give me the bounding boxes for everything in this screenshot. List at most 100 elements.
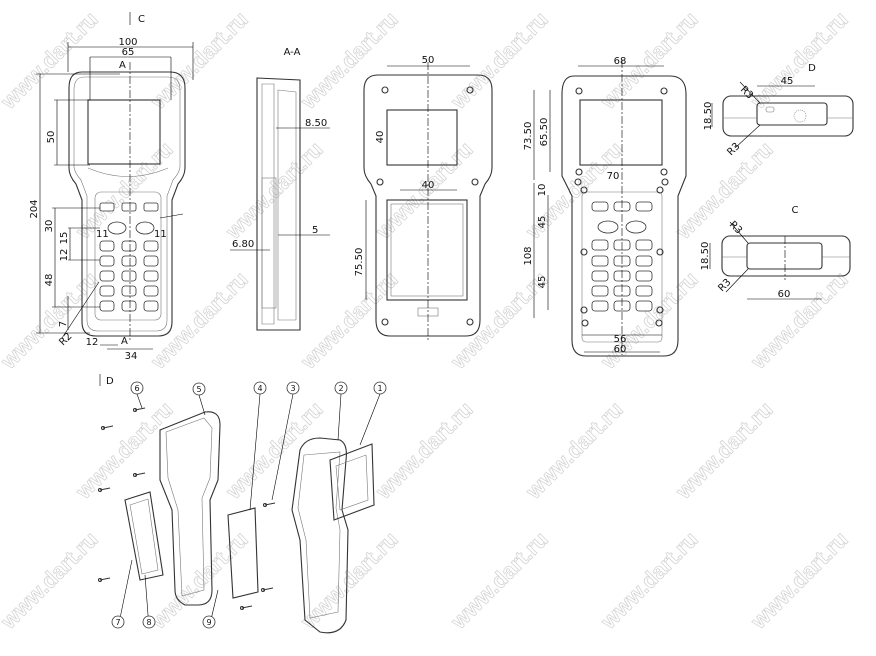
callout-bubble xyxy=(286,381,300,395)
watermark-text: www.dart.ru xyxy=(145,267,253,375)
keypad-key xyxy=(121,300,137,312)
view-c-height-18-50: 18.50 xyxy=(700,242,711,271)
screw-hole xyxy=(580,186,588,194)
callout-number: 8 xyxy=(146,618,151,627)
keypad-key xyxy=(99,270,115,282)
screw-hole xyxy=(580,248,588,256)
screw-holes xyxy=(574,87,669,327)
housing-outline xyxy=(561,75,687,357)
watermark-text: www.dart.ru xyxy=(145,7,253,115)
watermark-text: www.dart.ru xyxy=(370,397,478,505)
watermark-text: www.dart.ru xyxy=(0,527,103,635)
screw-head xyxy=(239,605,245,611)
callout-leader xyxy=(359,393,381,446)
watermark-text: www.dart.ru xyxy=(745,527,853,635)
keypad-key xyxy=(591,239,609,251)
back-housing-inner xyxy=(165,417,213,597)
watermark-layer: www.dart.ru www.dart.ru www.dart.ru www.dar… xyxy=(0,6,853,635)
watermark-text: www.dart.ru xyxy=(295,7,403,115)
keypad-key xyxy=(99,240,115,252)
screw-head xyxy=(132,472,138,478)
keypad-key xyxy=(635,270,653,282)
dim-45a: 45 xyxy=(537,216,548,229)
dimension-lines xyxy=(365,65,470,300)
screw-hole xyxy=(574,178,582,186)
screw-holes xyxy=(376,86,479,326)
housing-outline xyxy=(363,74,493,337)
keypad xyxy=(591,201,653,312)
bezel-curve xyxy=(87,167,169,177)
screw-head xyxy=(100,425,106,431)
dim-oval-right: 11 xyxy=(154,229,167,240)
dim-48: 48 xyxy=(44,274,55,287)
section-mark-top: A xyxy=(119,60,126,71)
function-key xyxy=(635,201,653,212)
end-face xyxy=(746,242,823,270)
dim-width-56: 56 xyxy=(614,334,627,345)
battery-cavity xyxy=(261,177,277,309)
watermark-text: www.dart.ru xyxy=(745,267,853,375)
callout-bubble xyxy=(202,615,216,629)
dim-width-60: 60 xyxy=(614,344,627,355)
watermark-text: www.dart.ru xyxy=(445,7,553,115)
watermark-text: www.dart.ru xyxy=(0,7,103,115)
dim-width-overall: 100 xyxy=(118,37,137,48)
keypad-key xyxy=(635,255,653,267)
keypad-key xyxy=(591,300,609,312)
callout-bubble xyxy=(142,615,156,629)
keypad-key xyxy=(143,285,159,297)
dim-width-screen: 65 xyxy=(122,47,135,58)
keypad-key xyxy=(143,300,159,312)
dim-screen-height: 50 xyxy=(46,131,57,144)
radius-r2: R2 xyxy=(57,331,74,348)
screw-head xyxy=(97,487,103,493)
keypad-key xyxy=(143,270,159,282)
watermark-text: www.dart.ru xyxy=(295,527,403,635)
callout-bubble xyxy=(334,381,348,395)
callout-bubble xyxy=(111,615,125,629)
watermark-text: www.dart.ru xyxy=(70,397,178,505)
housing-inner-outline xyxy=(73,76,181,332)
view-d-title: D xyxy=(808,63,816,74)
keypad-key xyxy=(591,255,609,267)
screw-head xyxy=(132,407,138,413)
screw-head xyxy=(262,502,268,508)
function-key xyxy=(143,202,159,212)
end-face xyxy=(756,102,828,126)
keypad xyxy=(99,202,159,312)
keypad-key xyxy=(121,285,137,297)
section-outline xyxy=(256,77,301,331)
front-view: C 100 65 A 50 204 30 15 12 11 11 48 7 R2… xyxy=(29,12,194,362)
battery-door-inner xyxy=(390,203,464,297)
battery-plate xyxy=(227,507,259,599)
dim-12: 12 xyxy=(59,249,70,262)
view-c: C R3 18.50 R3 60 xyxy=(700,205,851,300)
dim-45b: 45 xyxy=(537,276,548,289)
view-c-radius-bottom: R3 xyxy=(716,277,733,294)
dim-battery-width: 40 xyxy=(422,180,435,191)
callout-number: 4 xyxy=(257,384,262,393)
screw-hole xyxy=(575,87,583,95)
screw-hole xyxy=(660,168,668,176)
callout-leader xyxy=(337,393,342,441)
screw-head xyxy=(260,587,266,593)
screen-window-inner xyxy=(335,454,369,511)
battery-door xyxy=(124,491,164,581)
keypad-key xyxy=(121,240,137,252)
callout-leader xyxy=(249,393,261,511)
screw-hole xyxy=(656,248,664,256)
keypad-area xyxy=(94,191,162,321)
screw-head xyxy=(97,577,103,583)
callout-leader xyxy=(136,393,143,409)
section-arrow-c: C xyxy=(138,14,145,25)
keypad-key xyxy=(591,285,609,297)
oval-key xyxy=(597,220,619,234)
dim-width-50: 50 xyxy=(422,55,435,66)
dim-height-108: 108 xyxy=(523,246,534,265)
keypad-key xyxy=(99,255,115,267)
function-key xyxy=(591,201,609,212)
dim-15: 15 xyxy=(59,232,70,245)
dim-battery-height: 75.50 xyxy=(354,248,365,277)
